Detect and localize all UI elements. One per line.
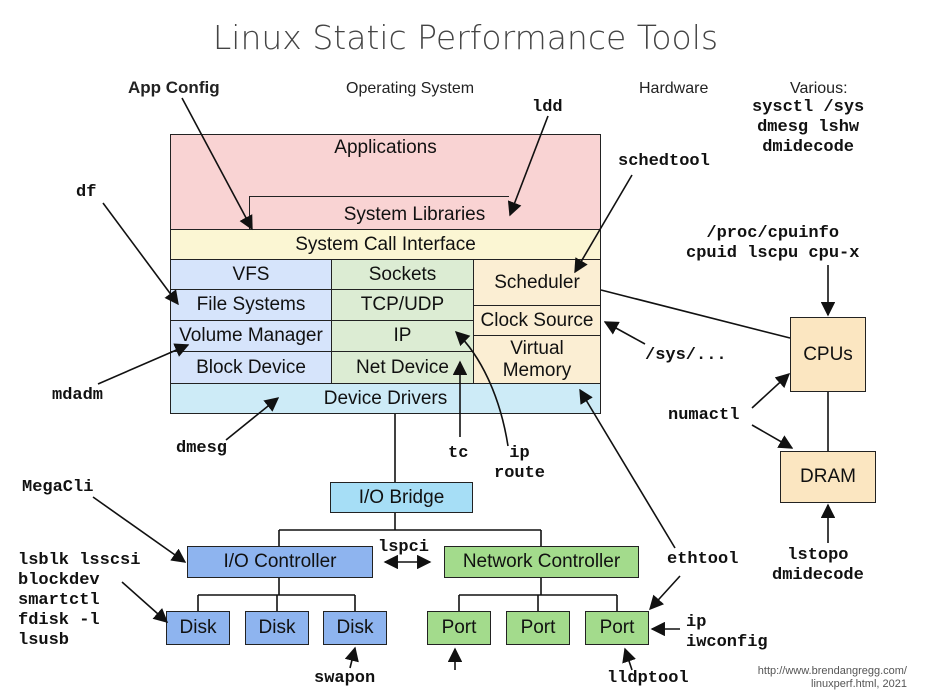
ip-route-tool: ip route [494, 444, 546, 483]
virtual-memory-label: Virtual Memory [502, 337, 572, 381]
proc-cpuinfo-tool: /proc/cpuinfo cpuid lscpu cpu-x [686, 224, 860, 263]
credit: http://www.brendangregg.com/ linuxperf.h… [758, 665, 907, 691]
df-tool: df [76, 183, 97, 202]
mdadm-tool: mdadm [52, 386, 104, 405]
ethtool-port-arrow [649, 575, 681, 611]
net-device-label: Net Device [356, 356, 449, 378]
dmesg-arrow [225, 397, 280, 441]
disk-tools-arrow [121, 581, 169, 623]
schedtool-tool: schedtool [618, 152, 710, 171]
app-config-arrow [181, 97, 253, 231]
io-controller-box: I/O Controller [187, 546, 373, 578]
vfs-layer: VFS [170, 259, 332, 290]
page-title: Linux Static Performance Tools [212, 18, 719, 57]
block-device-label: Block Device [196, 356, 306, 378]
various-tools: sysctl /sys dmesg lshw dmidecode [752, 98, 865, 157]
network-controller-label: Network Controller [462, 551, 621, 572]
system-libraries-layer: System Libraries [249, 196, 509, 230]
df-arrow [102, 202, 179, 306]
mdadm-arrow [97, 343, 190, 385]
net-device-layer: Net Device [331, 351, 474, 384]
device-drivers-label: Device Drivers [323, 387, 448, 409]
operating-system-header: Operating System [346, 80, 475, 97]
mdadm-arrow-extra [98, 351, 175, 384]
lldptool-tool: lldptool [607, 669, 689, 688]
network-controller-box: Network Controller [444, 546, 639, 578]
scheduler-label: Scheduler [494, 271, 580, 293]
ip-label: IP [393, 325, 412, 346]
numactl-cpus-arrow [751, 373, 791, 409]
megacli-tool: MegaCli [22, 478, 94, 497]
ethtool-tool: ethtool [667, 550, 739, 569]
disk-label: Disk [258, 617, 296, 638]
swapon-tool: swapon [314, 669, 376, 688]
cpus-label: CPUs [803, 343, 853, 365]
system-call-interface-label: System Call Interface [295, 233, 476, 255]
io-controller-label: I/O Controller [223, 551, 337, 572]
port-label: Port [520, 617, 556, 638]
ip-route-arrow [454, 331, 509, 447]
schedtool-arrow [574, 174, 633, 274]
block-device-layer: Block Device [170, 351, 332, 384]
sys-arrow [603, 321, 646, 345]
scheduler-to-cpus-line [600, 289, 791, 339]
sys-tool: /sys/... [645, 346, 727, 365]
clock-source-label: Clock Source [480, 309, 594, 331]
vfs-label: VFS [232, 263, 270, 285]
dram-box: DRAM [780, 451, 876, 503]
lspci-tool: lspci [378, 538, 430, 557]
tcp-udp-label: TCP/UDP [360, 294, 445, 315]
disk-label: Disk [179, 617, 217, 638]
lstopo-tool: lstopo dmidecode [772, 546, 864, 585]
file-systems-label: File Systems [196, 294, 306, 315]
numactl-tool: numactl [668, 406, 740, 425]
ldd-arrow [507, 115, 549, 217]
hardware-header: Hardware [639, 80, 709, 97]
ip-layer: IP [331, 320, 474, 352]
disk-box: Disk [166, 611, 230, 645]
various-header: Various: [790, 80, 848, 97]
io-bridge-box: I/O Bridge [330, 482, 473, 513]
dram-label: DRAM [800, 466, 856, 487]
numactl-dram-arrow [751, 424, 794, 449]
ethtool-drivers-arrow [579, 388, 676, 549]
lldptool-arrow [622, 647, 636, 671]
dmesg-tool: dmesg [176, 439, 228, 458]
ldd-tool: ldd [532, 98, 563, 117]
volume-manager-label: Volume Manager [179, 325, 323, 346]
megacli-arrow [92, 496, 187, 563]
port-label: Port [441, 617, 477, 638]
app-config-header: App Config [128, 78, 220, 97]
port-box: Port [585, 611, 649, 645]
cpus-box: CPUs [790, 317, 866, 392]
tcp-udp-layer: TCP/UDP [331, 289, 474, 321]
clock-source-layer: Clock Source [473, 305, 601, 336]
applications-label: Applications [334, 137, 437, 158]
credit-year: linuxperf.html, 2021 [811, 678, 907, 690]
virtual-memory-layer: Virtual Memory [473, 335, 601, 384]
disk-label: Disk [336, 617, 374, 638]
disk-box: Disk [323, 611, 387, 645]
tc-tool: tc [448, 444, 469, 463]
volume-manager-layer: Volume Manager [170, 320, 332, 352]
disk-tools: lsblk lsscsi blockdev smartctl fdisk -l … [18, 551, 141, 650]
credit-url: http://www.brendangregg.com/ [757, 665, 907, 677]
sockets-label: Sockets [368, 263, 437, 285]
io-bridge-label: I/O Bridge [358, 486, 445, 508]
port-box: Port [427, 611, 491, 645]
swapon-arrow [344, 646, 359, 669]
ip-iwconfig-tool: ip iwconfig [686, 613, 768, 652]
sockets-layer: Sockets [331, 259, 474, 290]
file-systems-layer: File Systems [170, 289, 332, 321]
port-label: Port [599, 617, 635, 638]
port-box: Port [506, 611, 570, 645]
system-libraries-label: System Libraries [343, 204, 486, 225]
device-drivers-layer: Device Drivers [170, 383, 601, 414]
disk-box: Disk [245, 611, 309, 645]
system-call-interface-layer: System Call Interface [170, 229, 601, 260]
